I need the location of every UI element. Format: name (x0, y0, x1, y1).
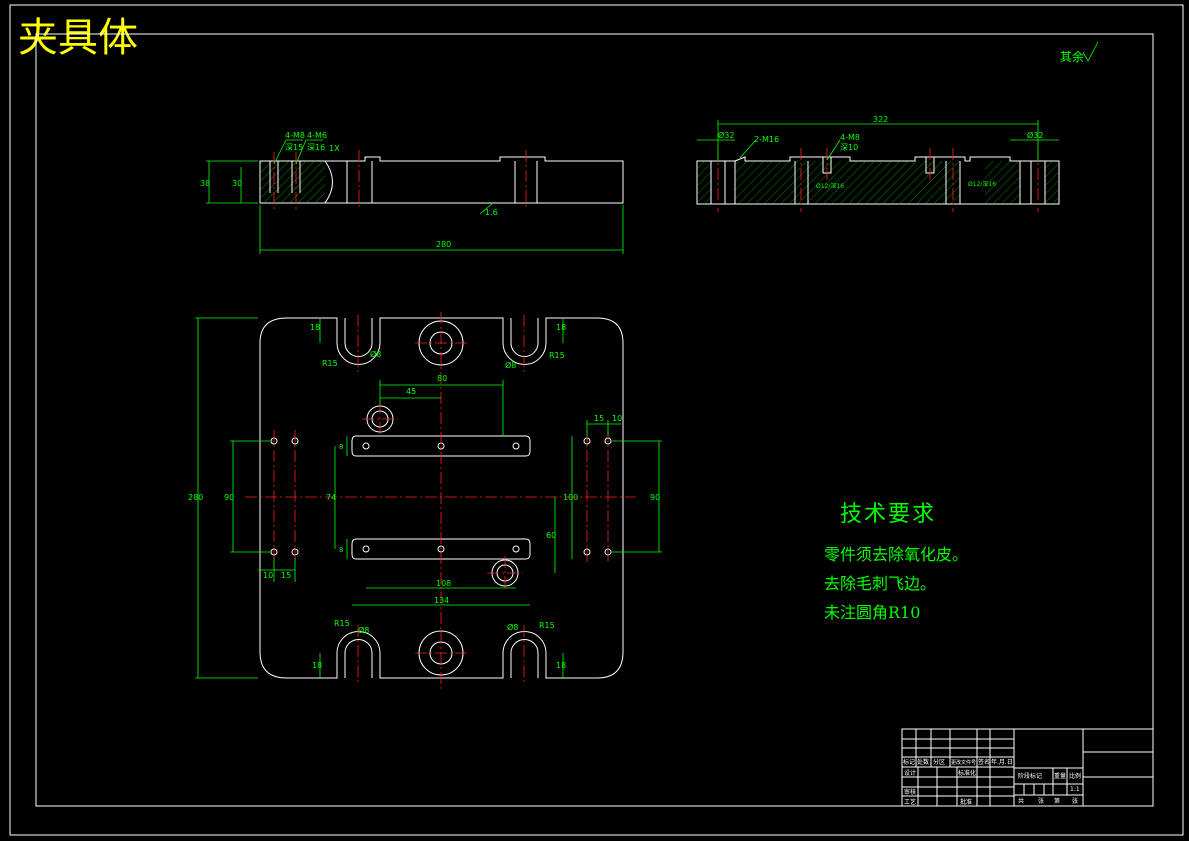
tb-stage-label: 阶段标记 (1018, 772, 1042, 780)
plan-right-height: 90 (650, 493, 660, 502)
tb-approve: 批准 (960, 798, 972, 806)
front-roughness: 1.6 (485, 208, 498, 217)
side-thread-b: 4-M8 (840, 133, 860, 142)
front-height-inner: 30 (232, 179, 242, 188)
plan-slot-width-tl: 18 (310, 323, 320, 332)
tb-sheet-total-pre: 共 (1018, 797, 1024, 805)
tb-standardize: 标准化 (958, 769, 976, 777)
tb-col-mark: 标记 (903, 758, 915, 766)
title-block: 标记 处数 分区 更改文件号 签名 年.月.日 设计 标准化 审核 工艺 批准 … (901, 728, 1154, 807)
side-view: 322 Ø32 Ø32 2-M16 4-M8 深10 Ø12/深16 Ø12/深… (696, 115, 1060, 212)
tb-design: 设计 (904, 769, 916, 777)
tech-req-line-1: 零件须去除氧化皮。 (824, 545, 969, 564)
plan-inner-100: 100 (563, 493, 578, 502)
tb-weight-label: 重量 (1054, 772, 1066, 780)
front-thread-b: 4-M6 (307, 131, 327, 140)
front-thread-b-depth: 深16 (307, 143, 325, 152)
tb-scale-label: 比例 (1069, 772, 1081, 780)
outer-border (9, 4, 1184, 836)
technical-requirements: 技术要求 零件须去除氧化皮。 去除毛刺飞边。 未注圆角R10 (824, 496, 968, 627)
surface-note-text: 其余 (1060, 49, 1084, 64)
plan-radius-tl: R15 (322, 359, 338, 368)
plan-slot-dia-br: Ø8 (507, 622, 518, 632)
plan-right-15: 15 (594, 414, 604, 423)
plan-top-80: 80 (437, 374, 447, 383)
tb-col-zone: 分区 (933, 758, 945, 766)
plan-left-15: 15 (281, 571, 291, 580)
tb-process: 工艺 (904, 798, 916, 806)
tb-sheet-num-post: 张 (1072, 797, 1078, 805)
tb-col-count: 处数 (917, 758, 929, 766)
plan-left-10: 10 (263, 571, 273, 580)
plan-inner-74: 74 (326, 493, 336, 502)
inner-border (35, 33, 1154, 807)
side-total-length: 322 (873, 115, 888, 124)
front-view: 280 38 30 4-M8 深15 4-M6 深16 1X 1.6 (200, 131, 624, 254)
front-chamfer: 1X (329, 144, 340, 153)
plan-slot-dia-tl: Ø8 (370, 349, 381, 359)
roughness-symbol (1082, 41, 1099, 62)
tb-col-date: 年.月.日 (991, 758, 1013, 766)
tech-req-heading: 技术要求 (840, 502, 937, 527)
surface-roughness-note: 其余 (1060, 41, 1099, 64)
front-height-outer: 38 (200, 179, 210, 188)
side-callout-b: Ø12/深16 (968, 180, 996, 188)
side-end-left: Ø32 (718, 130, 734, 140)
plan-inner-60: 60 (546, 531, 556, 540)
plan-view: 280 18 18 18 18 R15 Ø8 R15 Ø8 R15 Ø8 R15… (188, 312, 662, 690)
plan-bottom-108: 108 (436, 579, 451, 588)
side-callout-a: Ø12/深16 (816, 182, 844, 190)
plan-left-height: 90 (224, 493, 234, 502)
drawing-title: 夹具体 (18, 15, 138, 61)
tech-req-line-2: 去除毛刺飞边。 (824, 574, 937, 593)
front-thread-a: 4-M8 (285, 131, 305, 140)
tb-sheet-total-post: 张 (1038, 797, 1044, 805)
tb-review: 审核 (904, 788, 916, 796)
front-total-length: 280 (436, 240, 451, 249)
front-thread-a-depth: 深15 (285, 143, 303, 152)
tb-col-change-doc: 更改文件号 (951, 759, 976, 766)
tb-sheet-num-pre: 第 (1054, 797, 1060, 805)
plan-slot-dia-bl: Ø8 (358, 625, 369, 635)
plan-radius-br: R15 (539, 621, 555, 630)
plan-slot-width-br: 18 (556, 661, 566, 670)
plan-top-45: 45 (406, 387, 416, 396)
tb-scale-value: 1:1 (1070, 786, 1080, 793)
plan-slot-width-tr: 18 (556, 323, 566, 332)
side-thread-b-depth: 深10 (840, 143, 858, 152)
plan-slot-dia-tr: Ø8 (505, 360, 516, 370)
plan-right-10: 10 (612, 414, 622, 423)
side-thread-a: 2-M16 (754, 135, 779, 144)
plan-overall-height: 280 (188, 493, 203, 502)
side-end-right: Ø32 (1027, 130, 1043, 140)
plan-radius-bl: R15 (334, 619, 350, 628)
tech-req-line-3: 未注圆角R10 (824, 603, 921, 622)
plan-radius-tr: R15 (549, 351, 565, 360)
plan-bottom-134: 134 (434, 596, 449, 605)
plan-slot-width-bl: 18 (312, 661, 322, 670)
tb-col-signature: 签名 (978, 758, 990, 766)
plan-inner-8a: 8 (339, 443, 343, 451)
plan-inner-8b: 8 (339, 546, 343, 554)
